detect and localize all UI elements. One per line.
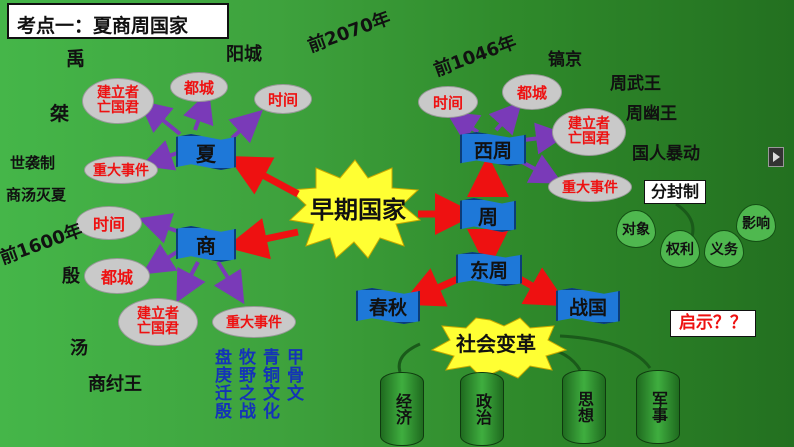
center-label: 早期国家 <box>310 196 406 224</box>
xia-founder-value-2: 桀 <box>50 103 70 125</box>
shang-founder-label: 建立者亡国君 <box>137 306 179 337</box>
arrow-center-shang <box>225 218 299 260</box>
xia-event-1: 世袭制 <box>10 154 56 172</box>
shang-time-oval: 时间 <box>76 206 142 240</box>
shang-capital-oval: 都城 <box>84 258 150 294</box>
xia-events-oval: 重大事件 <box>84 156 158 184</box>
shang-event-4: 甲骨文 <box>283 348 303 402</box>
center-burst-shape <box>288 159 422 259</box>
zhou-founder-oval: 建立者亡国君 <box>552 108 626 156</box>
zhou-capital-value: 镐京 <box>548 50 582 70</box>
eastern-zhou-flag: 东周 <box>456 252 522 286</box>
xia-flag: 夏 <box>176 134 236 170</box>
shang-capital-value: 殷 <box>62 266 80 287</box>
fengjian-part-1: 对象 <box>616 210 656 248</box>
zhou-capital-oval: 都城 <box>502 74 562 110</box>
zhou-time-oval: 时间 <box>418 86 478 118</box>
xia-founder-value-1: 禹 <box>66 48 86 70</box>
warring-states-flag: 战国 <box>556 288 620 324</box>
play-button[interactable] <box>768 147 784 167</box>
shang-flag: 商 <box>176 226 236 262</box>
zhou-founder-label: 建立者亡国君 <box>568 116 610 147</box>
shang-events-oval: 重大事件 <box>212 306 296 338</box>
arrow-center-xia <box>227 156 300 198</box>
fengjian-box: 分封制 <box>644 180 707 204</box>
enlightenment-box: 启示？？ <box>670 310 756 337</box>
arrow-east-warring <box>516 267 569 307</box>
xia-capital-value: 阳城 <box>226 44 262 65</box>
fengjian-part-4: 影响 <box>736 204 776 242</box>
change-part-2: 政治 <box>460 372 504 446</box>
shang-founder-oval: 建立者亡国君 <box>118 298 198 346</box>
zhou-flag: 周 <box>460 198 516 232</box>
shang-event-3: 青铜文化 <box>259 348 279 420</box>
fengjian-part-3: 义务 <box>704 230 744 268</box>
zhou-event-value: 国人暴动 <box>632 144 700 164</box>
spring-autumn-flag: 春秋 <box>356 288 420 324</box>
arrow-east-spring <box>400 268 462 307</box>
fengjian-part-2: 权利 <box>660 230 700 268</box>
shang-event-2: 牧野之战 <box>235 348 255 420</box>
page-title: 考点一：夏商周国家 <box>7 3 229 39</box>
shang-founder-value-2: 商纣王 <box>88 374 142 395</box>
xia-event-2: 商汤灭夏 <box>6 186 67 204</box>
zhou-founder-value-2: 周幽王 <box>626 104 677 124</box>
change-burst-shape <box>430 317 568 379</box>
change-part-3: 思想 <box>562 370 606 444</box>
social-change-label: 社会变革 <box>456 332 536 356</box>
xia-capital-oval: 都城 <box>170 72 228 102</box>
change-part-4: 军事 <box>636 370 680 444</box>
zhou-events-oval: 重大事件 <box>548 172 632 202</box>
xia-time-oval: 时间 <box>254 84 312 114</box>
xia-founder-label: 建立者亡国君 <box>97 85 139 116</box>
xia-founder-oval: 建立者亡国君 <box>82 78 154 124</box>
zhou-founder-value-1: 周武王 <box>610 74 661 94</box>
shang-event-1: 盘庚迁殷 <box>211 348 231 420</box>
western-zhou-flag: 西周 <box>460 132 526 166</box>
shang-founder-value-1: 汤 <box>70 338 88 359</box>
change-part-1: 经济 <box>380 372 424 446</box>
